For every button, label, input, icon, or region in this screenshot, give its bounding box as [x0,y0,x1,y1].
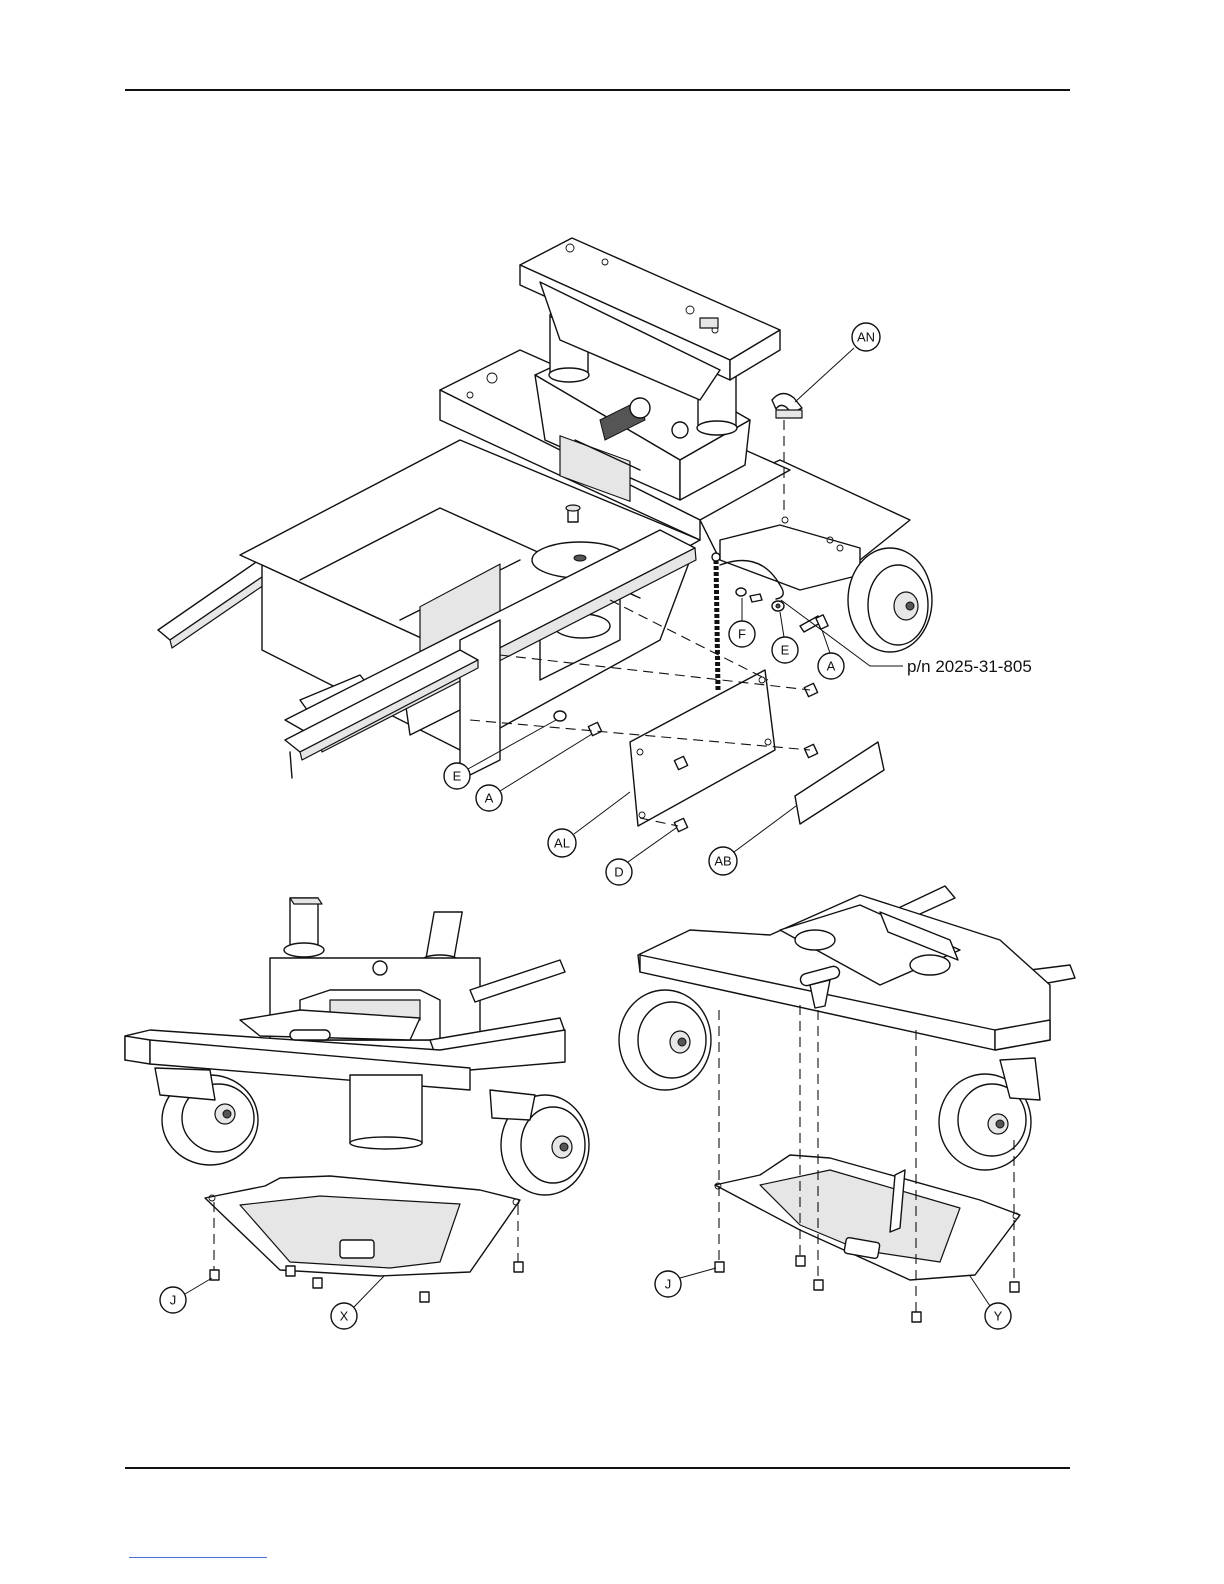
footer-rule [125,1467,1070,1469]
callout-a-right-label: A [827,659,836,674]
callout-j-left-label: J [170,1293,177,1308]
footer-link-underline[interactable] [129,1557,267,1558]
callout-f-label: F [738,627,746,642]
callout-x-label: X [340,1309,349,1324]
base-cover-part-x [205,1176,520,1276]
caster-wheel-right [848,548,932,652]
part-number-label: p/n 2025-31-805 [907,657,1032,676]
callout-an-label: AN [857,330,875,345]
callout-ab-label: AB [714,854,731,869]
callout-d-label: D [614,865,623,880]
callout-e-right-label: E [781,643,790,658]
callout-e-left-label: E [453,769,462,784]
callout-y-label: Y [994,1309,1003,1324]
chassis-stud [566,505,580,522]
base-cover-part-y [715,1155,1020,1280]
callout-a-left-label: A [485,791,494,806]
bottom-left-assembly [125,898,589,1302]
callout-al-label: AL [554,836,570,851]
callout-j-right-label: J [665,1277,672,1292]
cover-plate-part-al [630,670,775,826]
bottom-right-assembly [619,886,1075,1322]
top-assembly [158,238,932,832]
